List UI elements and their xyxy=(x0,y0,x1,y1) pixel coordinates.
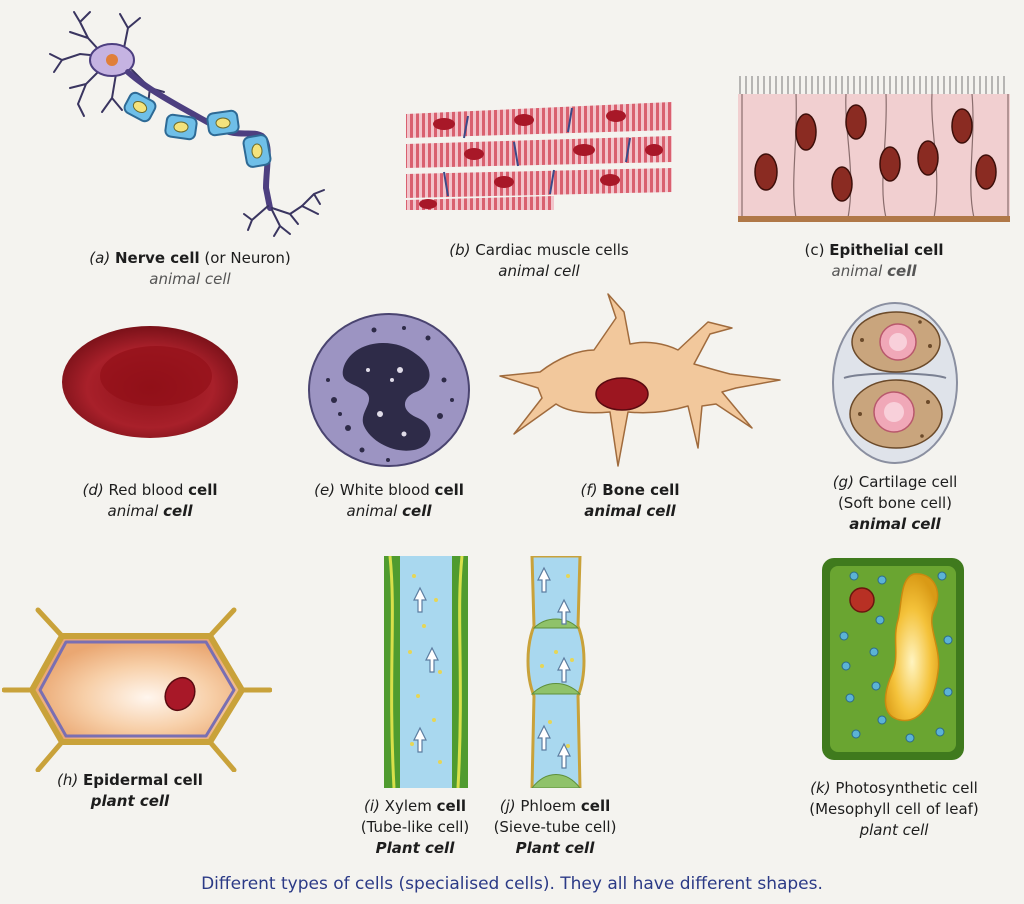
phloem-cell-illustration xyxy=(526,556,586,788)
caption-xylem-cell: (i) Xylem cell (Tube-like cell) Plant ce… xyxy=(360,797,470,857)
caption-photosynthetic-cell: (k) Photosynthetic cell (Mesophyll cell … xyxy=(809,779,979,839)
cartilage-cell-illustration xyxy=(832,302,958,464)
figure-caption: Different types of cells (specialised ce… xyxy=(201,874,823,894)
caption-epithelial-cell: (c) Epithelial cell animal cell xyxy=(804,241,944,280)
epidermal-cell-illustration xyxy=(2,607,272,772)
bone-cell-illustration xyxy=(499,293,781,467)
caption-cardiac-muscle: (b) Cardiac muscle cells animal cell xyxy=(449,241,629,280)
nerve-cell-illustration xyxy=(49,11,325,237)
white-blood-cell-illustration xyxy=(308,313,470,467)
caption-red-blood-cell: (d) Red blood cell animal cell xyxy=(82,481,218,520)
caption-cartilage-cell: (g) Cartilage cell (Soft bone cell) anim… xyxy=(832,473,958,533)
epithelial-cell-illustration xyxy=(738,76,1010,222)
cardiac-muscle-illustration xyxy=(404,96,674,210)
caption-nerve-cell: (a) Nerve cell (or Neuron) animal cell xyxy=(89,249,291,288)
caption-white-blood-cell: (e) White blood cell animal cell xyxy=(314,481,464,520)
red-blood-cell-illustration xyxy=(62,326,238,438)
photosynthetic-cell-illustration xyxy=(822,558,964,760)
caption-epidermal-cell: (h) Epidermal cell plant cell xyxy=(57,771,203,810)
caption-bone-cell: (f) Bone cell animal cell xyxy=(580,481,680,520)
caption-phloem-cell: (j) Phloem cell (Sieve-tube cell) Plant … xyxy=(493,797,617,857)
xylem-cell-illustration xyxy=(384,556,468,788)
